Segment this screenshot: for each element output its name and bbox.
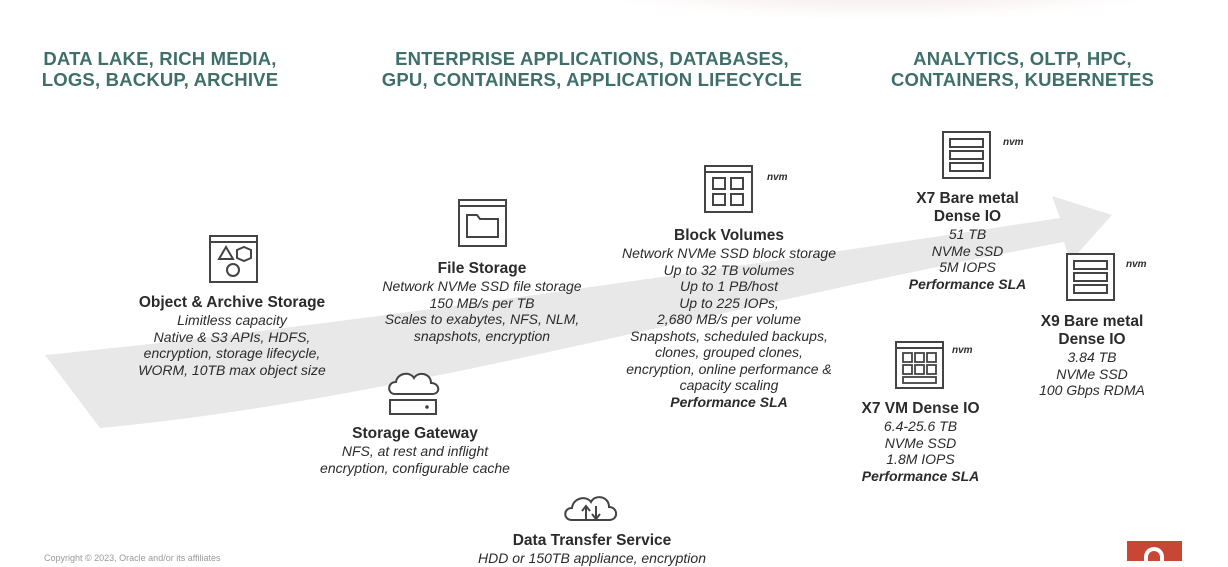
block-volumes-line: Up to 32 TB volumes bbox=[663, 261, 795, 278]
background-glow bbox=[560, 0, 1200, 20]
data-transfer-title: Data Transfer Service bbox=[512, 532, 672, 549]
oracle-logo-badge bbox=[1127, 541, 1182, 561]
data-transfer-line: HDD or 150TB appliance, encryption bbox=[477, 550, 706, 566]
storage-gateway-line: NFS, at rest and inflight bbox=[341, 443, 489, 459]
file-storage-line: 150 MB/s per TB bbox=[429, 294, 535, 311]
nvm-label: nvm bbox=[1003, 137, 1024, 148]
block-volumes-line: Network NVMe SSD block storage bbox=[622, 245, 836, 261]
x9-bare-metal-title: Dense IO bbox=[1058, 331, 1126, 348]
block-volumes-block: Block Volumes Network NVMe SSD block sto… bbox=[608, 227, 850, 410]
x9-bare-metal-line: 100 Gbps RDMA bbox=[1039, 382, 1145, 398]
copyright-footer: Copyright © 2023, Oracle and/or its affi… bbox=[44, 553, 221, 563]
block-volumes-line: Snapshots, scheduled backups, bbox=[630, 327, 828, 344]
x7-bare-metal-title: X7 Bare metal bbox=[916, 190, 1019, 207]
x7-vm-title: X7 VM Dense IO bbox=[861, 400, 980, 417]
x7-vm-line: 6.4-25.6 TB bbox=[883, 418, 958, 434]
server-rack-icon bbox=[1066, 253, 1115, 301]
x9-bare-metal-line: 3.84 TB bbox=[1067, 349, 1117, 365]
block-volumes-line: capacity scaling bbox=[679, 377, 779, 393]
object-storage-title: Object & Archive Storage bbox=[138, 294, 326, 311]
object-storage-line: encryption, storage lifecycle, bbox=[143, 345, 321, 361]
block-volumes-title: Block Volumes bbox=[674, 227, 784, 244]
x9-bare-metal-block: X9 Bare metal Dense IO 3.84 TB NVMe SSD … bbox=[1012, 313, 1172, 399]
x7-vm-line: 1.8M IOPS bbox=[886, 451, 955, 467]
block-volumes-line: Up to 1 PB/host bbox=[679, 278, 779, 294]
file-storage-block: File Storage Network NVMe SSD file stora… bbox=[362, 260, 602, 344]
x7-vm-block: X7 VM Dense IO 6.4-25.6 TB NVMe SSD 1.8M… bbox=[838, 400, 1003, 484]
file-storage-title: File Storage bbox=[437, 260, 527, 277]
block-volumes-line: clones, grouped clones, bbox=[655, 344, 803, 360]
vm-grid-icon bbox=[895, 341, 944, 389]
server-rack-icon bbox=[942, 131, 991, 179]
file-storage-line: Scales to exabytes, NFS, NLM, bbox=[384, 311, 580, 327]
object-storage-line: WORM, 10TB max object size bbox=[138, 361, 326, 378]
block-volumes-sla: Performance SLA bbox=[670, 393, 788, 410]
x7-bare-metal-title: Dense IO bbox=[933, 208, 1002, 225]
storage-gateway-line: encryption, configurable cache bbox=[320, 459, 510, 476]
heading-right: ANALYTICS, OLTP, HPC, CONTAINERS, KUBERN… bbox=[890, 48, 1155, 90]
grid-window-icon bbox=[704, 165, 753, 213]
x9-bare-metal-line: NVMe SSD bbox=[1056, 365, 1128, 382]
x7-vm-sla: Performance SLA bbox=[861, 467, 980, 484]
nvm-label: nvm bbox=[767, 172, 788, 183]
x7-bare-metal-line: 51 TB bbox=[948, 226, 987, 242]
shapes-window-icon bbox=[209, 235, 258, 283]
nvm-label: nvm bbox=[952, 345, 973, 356]
heading-left: DATA LAKE, RICH MEDIA, LOGS, BACKUP, ARC… bbox=[41, 48, 279, 90]
x7-vm-line: NVMe SSD bbox=[884, 434, 957, 451]
block-volumes-line: 2,680 MB/s per volume bbox=[657, 311, 801, 327]
x9-bare-metal-title: X9 Bare metal bbox=[1040, 313, 1144, 330]
nvm-label: nvm bbox=[1126, 259, 1147, 270]
folder-window-icon bbox=[458, 199, 507, 247]
storage-gateway-title: Storage Gateway bbox=[352, 425, 478, 442]
block-volumes-line: encryption, online performance & bbox=[626, 360, 832, 377]
block-volumes-line: Up to 225 IOPs, bbox=[679, 294, 779, 311]
file-storage-line: snapshots, encryption bbox=[413, 327, 551, 344]
data-transfer-block: Data Transfer Service HDD or 150TB appli… bbox=[462, 532, 722, 567]
x7-bare-metal-block: X7 Bare metal Dense IO 51 TB NVMe SSD 5M… bbox=[880, 190, 1055, 292]
storage-gateway-block: Storage Gateway NFS, at rest and infligh… bbox=[300, 425, 530, 476]
x7-bare-metal-line: NVMe SSD bbox=[931, 242, 1004, 259]
x7-bare-metal-sla: Performance SLA bbox=[908, 275, 1027, 292]
object-storage-line: Native & S3 APIs, HDFS, bbox=[153, 328, 311, 345]
file-storage-line: Network NVMe SSD file storage bbox=[382, 278, 582, 294]
cloud-drive-icon bbox=[388, 372, 440, 415]
heading-center: ENTERPRISE APPLICATIONS, DATABASES, GPU,… bbox=[381, 48, 803, 90]
object-storage-block: Object & Archive Storage Limitless capac… bbox=[117, 294, 347, 378]
cloud-transfer-icon bbox=[564, 496, 618, 521]
x7-bare-metal-line: 5M IOPS bbox=[939, 259, 996, 275]
object-storage-line: Limitless capacity bbox=[177, 312, 287, 328]
